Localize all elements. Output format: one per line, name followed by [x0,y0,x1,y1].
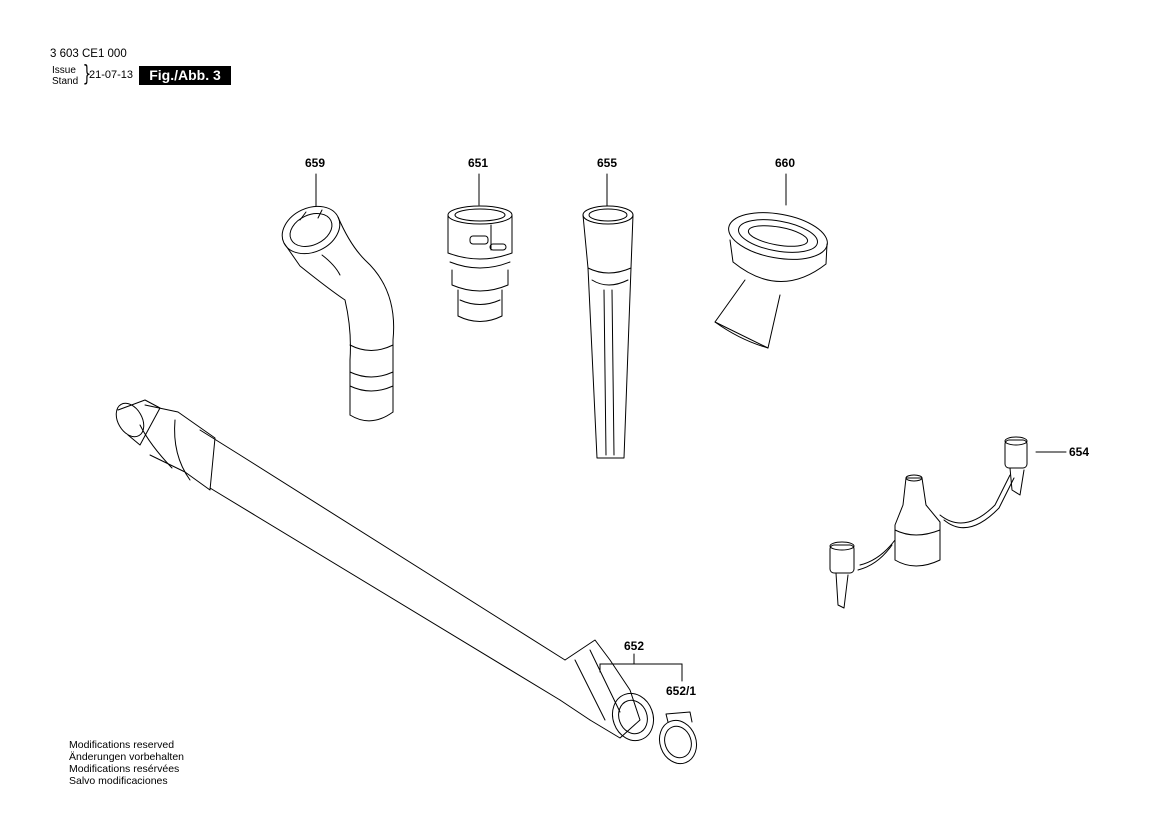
footer-line-es: Salvo modificaciones [69,775,168,787]
callout-660: 660 [775,156,796,170]
callout-651: 651 [468,156,489,170]
adapter-651 [448,206,512,322]
brace-symbol: } [82,62,92,87]
stand-label: Stand [52,76,79,87]
inflation-adapter-set-654 [830,437,1027,608]
callout-652: 652 [624,639,645,653]
issue-label: Issue [52,65,76,76]
upholstery-nozzle-660 [715,206,831,348]
footer-notice: Modifications reserved Änderungen vorbeh… [69,739,184,787]
leader-lines [316,174,1066,681]
issue-stand-labels: Issue Stand [52,65,78,87]
curved-handle-659 [275,197,394,420]
callout-652-1: 652/1 [666,684,697,698]
crevice-nozzle-655 [583,206,633,458]
footer-line-en: Modifications reserved [69,739,175,751]
footer-line-fr: Modifications resérvées [69,763,180,775]
callout-654: 654 [1069,445,1090,459]
issue-date: 21-07-13 [89,69,134,81]
extension-tube-652 [111,398,660,746]
callout-655: 655 [597,156,618,170]
clip-ring-652-1 [654,712,703,769]
callout-659: 659 [305,156,326,170]
figure-label: Fig./Abb. 3 [139,66,231,85]
part-number: 3 603 CE1 000 [50,48,127,60]
footer-line-de: Änderungen vorbehalten [69,751,185,763]
